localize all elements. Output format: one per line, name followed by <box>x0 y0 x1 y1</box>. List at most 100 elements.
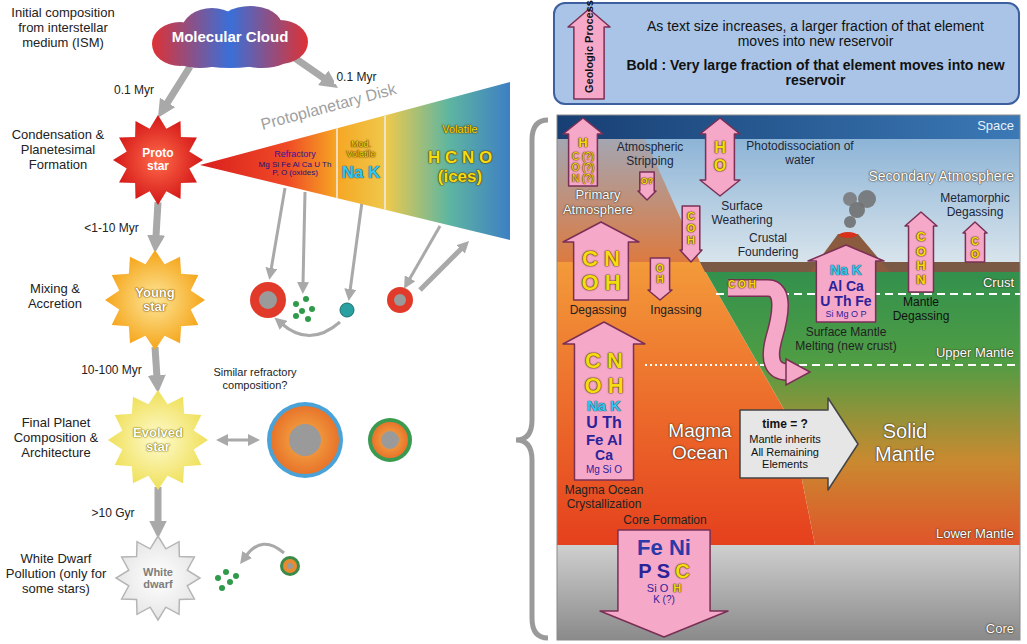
region-label: Photodissociation of water <box>744 140 856 168</box>
region-label: Primary Atmosphere <box>558 188 638 218</box>
edge-label: >10 Gyr <box>89 506 136 520</box>
edge-label: 0.1 Myr <box>334 70 378 84</box>
legend-arrow: Geologic Process <box>568 9 610 99</box>
region-label: Surface Weathering <box>703 200 781 228</box>
region-label: Upper Mantle <box>914 346 1014 361</box>
planetesimal <box>394 294 406 306</box>
disk-zone: Mod. VolatileNa K <box>338 130 384 192</box>
volcano <box>858 190 876 208</box>
node-content: Volatile H C N O (ices) <box>414 110 506 200</box>
text-row: C N <box>582 247 620 271</box>
arrow-shape <box>563 322 645 480</box>
node-text: O <box>687 222 696 234</box>
node-text: time = ? <box>762 418 808 431</box>
region-label: Degassing <box>558 304 638 318</box>
arrow-shape <box>740 398 858 490</box>
text-row: H <box>916 259 925 273</box>
node-text: Al Ca <box>828 279 864 294</box>
region-label: Condensation & Planetesimal Formation <box>3 128 113 173</box>
process-arrow: Na KAl CaU Th FeSi Mg O P <box>808 245 884 322</box>
accretion-arrow <box>271 188 285 270</box>
final-planet <box>271 406 339 474</box>
region-label: Mixing & Accretion <box>5 282 105 312</box>
planetesimal <box>340 303 354 317</box>
text-row: H C N O (ices) <box>414 149 506 186</box>
text-row: Volatile <box>442 123 477 135</box>
node-text: Na K <box>830 263 862 278</box>
node-text: N (?) <box>572 173 594 184</box>
text-row: Proto star <box>133 147 183 173</box>
pollution <box>227 579 233 585</box>
text-row: Refractory <box>274 150 316 160</box>
planet-interior-panel <box>700 262 1020 545</box>
text-row: Evolved star <box>130 426 186 455</box>
planetesimal <box>305 316 311 322</box>
text-row: N <box>916 273 925 287</box>
pollution <box>219 585 225 591</box>
region-label: Atmospheric Stripping <box>608 141 692 169</box>
node-content: As text size increases, a larger fractio… <box>555 4 1018 103</box>
node-text: C <box>971 235 979 247</box>
node-text: O H <box>584 374 623 398</box>
region-label: Magma Ocean Crystallization <box>556 484 652 512</box>
node-text: U Th <box>586 414 622 432</box>
region-label: Crust <box>954 276 1014 291</box>
text-row: Na K <box>830 263 862 278</box>
text-row: C O H <box>728 279 756 290</box>
protostar: Proto star <box>113 115 203 205</box>
node-content: Fe NiP SCSi OHK (?) <box>600 530 728 637</box>
process-arrow: C O H <box>722 276 814 386</box>
process-arrow: COH <box>680 206 702 262</box>
node-text: Proto star <box>133 147 183 173</box>
text-row: Mod. Volatile <box>338 140 384 160</box>
text-row: U Th <box>586 414 622 432</box>
pollution <box>223 569 229 575</box>
node-text: H <box>687 234 695 246</box>
node-text: Mg Si Fe Al Ca U Th P, O (oxides) <box>256 161 334 179</box>
node-content: HC (?)O (?)N (?) <box>563 118 603 186</box>
young-star: Young star <box>105 250 205 350</box>
text-row: Na K <box>587 398 621 415</box>
node-text: Mg Si O <box>586 464 622 475</box>
volcano <box>844 216 856 228</box>
text-row: O <box>687 222 696 234</box>
text-row: O <box>714 157 726 175</box>
node-text: H <box>916 259 925 273</box>
planetesimal <box>303 296 309 302</box>
region-label: Secondary Atmosphere <box>844 168 1014 184</box>
final-planet <box>226 402 412 478</box>
node-text: O H <box>581 271 620 295</box>
text-row: O H <box>584 374 623 398</box>
text-row: Bold : Very large fraction of that eleme… <box>625 58 1006 89</box>
arrow-shape <box>680 206 702 262</box>
region-label: Crustal Foundering <box>729 232 807 260</box>
final-planet <box>289 424 321 456</box>
node-text: As text size increases, a larger fractio… <box>625 19 1006 50</box>
flow-arrow <box>155 347 157 377</box>
text-row: Ca <box>595 448 613 463</box>
text-row: time = ? <box>762 418 808 431</box>
planetesimal <box>387 287 413 313</box>
region-label: Final Planet Composition & Architecture <box>3 416 109 461</box>
arrow-shape <box>563 118 603 186</box>
text-row: C <box>687 210 695 222</box>
node-content: C O H <box>722 276 814 386</box>
planetesimal <box>293 301 299 307</box>
bracket <box>516 120 548 638</box>
arrow-shape <box>638 172 656 200</box>
node-text: P S <box>638 560 670 582</box>
node-content: COHN <box>905 212 937 292</box>
region-label: Mantle Degassing <box>888 296 954 324</box>
node-text: C N <box>585 349 623 373</box>
text-row: H <box>687 234 695 246</box>
accretion-arrow <box>303 192 305 284</box>
node-content: COH <box>680 206 702 262</box>
disk-zone: RefractoryMg Si Fe Al Ca U Th P, O (oxid… <box>256 143 334 185</box>
text-row: Si Mg O P <box>825 310 866 320</box>
node-content: White dwarf <box>116 536 200 620</box>
disk-zone: Volatile H C N O (ices) <box>414 110 506 200</box>
node-text: H <box>578 136 587 150</box>
region-label: Lower Mantle <box>914 527 1014 542</box>
pollution <box>287 563 293 569</box>
